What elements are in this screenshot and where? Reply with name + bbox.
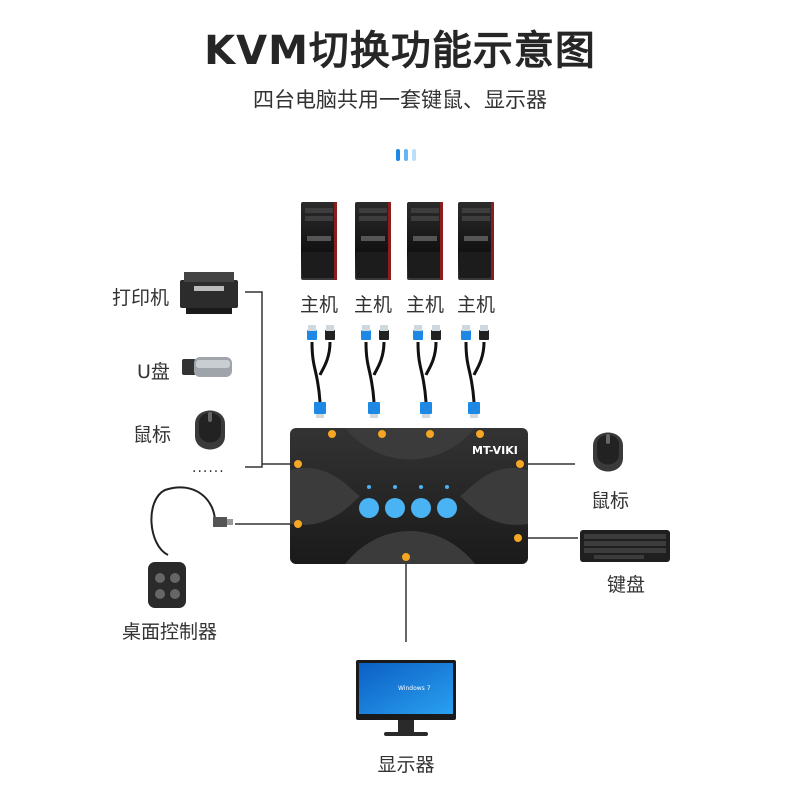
- keyboard-label: 键盘: [606, 574, 645, 596]
- page-subtitle: 四台电脑共用一套键鼠、显示器: [253, 88, 547, 112]
- computer-label-1: 主机: [299, 294, 338, 316]
- computer-label-3: 主机: [405, 294, 444, 316]
- usb-drive-label: U盘: [137, 361, 170, 383]
- more-devices-ellipsis: ......: [192, 460, 225, 476]
- pc-tower-icon: [407, 202, 443, 280]
- port-select-button-1: [359, 498, 379, 518]
- port-markers: [294, 430, 524, 561]
- computer-group: [301, 202, 494, 280]
- computer-label-2: 主机: [353, 294, 392, 316]
- printer-label: 打印机: [112, 287, 170, 309]
- pc-tower-icon: [458, 202, 494, 280]
- port-select-button-4: [437, 498, 457, 518]
- port-select-button-2: [385, 498, 405, 518]
- decorative-dots: [396, 146, 420, 165]
- monitor-icon: Windows 7: [356, 660, 456, 736]
- pc-tower-icon: [355, 202, 391, 280]
- computer-label-4: 主机: [456, 294, 495, 316]
- left-mouse-label: 鼠标: [133, 424, 172, 446]
- pc-tower-icon: [301, 202, 337, 280]
- page-title: KVM切换功能示意图: [204, 28, 596, 74]
- kvm-cables: [305, 323, 491, 420]
- monitor-screen-text: Windows 7: [398, 685, 431, 692]
- kvm-switch: MT-VIKI: [290, 428, 528, 564]
- kvm-brand-label: MT-VIKI: [472, 444, 518, 457]
- desk-controller-label: 桌面控制器: [122, 621, 218, 643]
- connection-lines: [235, 291, 578, 642]
- right-mouse-label: 鼠标: [590, 490, 629, 512]
- usb-drive-icon: [182, 357, 232, 377]
- keyboard-icon: [580, 530, 670, 562]
- mouse-icon: [593, 432, 623, 472]
- mouse-icon: [195, 410, 225, 450]
- desk-controller-icon: [148, 486, 233, 608]
- monitor-label: 显示器: [377, 754, 435, 776]
- port-select-button-3: [411, 498, 431, 518]
- printer-icon: [180, 272, 238, 314]
